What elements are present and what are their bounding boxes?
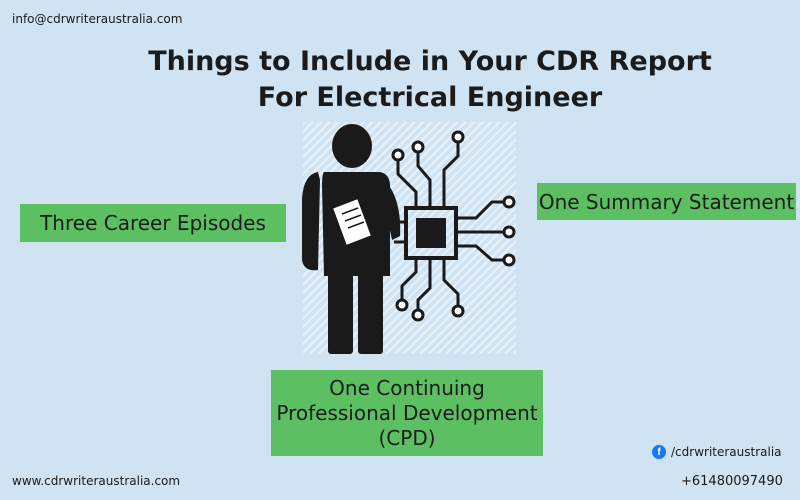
cpd-line-3: (CPD) [378,425,436,450]
facebook-handle: /cdrwriteraustralia [671,445,782,459]
contact-email[interactable]: info@cdrwriteraustralia.com [12,12,183,26]
title-line-2: For Electrical Engineer [257,82,603,113]
engineer-with-circuit-icon [302,124,516,354]
page-title: Things to Include in Your CDR Report For… [0,44,800,116]
cpd-line-2: Professional Development [276,400,538,425]
title-line-1: Things to Include in Your CDR Report [148,46,712,77]
facebook-icon: f [652,445,666,459]
cpd-line-1: One Continuing [329,375,485,400]
phone-number[interactable]: +61480097490 [681,474,783,489]
summary-statement-box: One Summary Statement [537,183,796,220]
website-link[interactable]: www.cdrwriteraustralia.com [12,474,181,488]
cpd-box: One Continuing Professional Development … [271,370,543,456]
facebook-link[interactable]: f /cdrwriteraustralia [652,445,782,459]
career-episodes-box: Three Career Episodes [20,204,286,242]
